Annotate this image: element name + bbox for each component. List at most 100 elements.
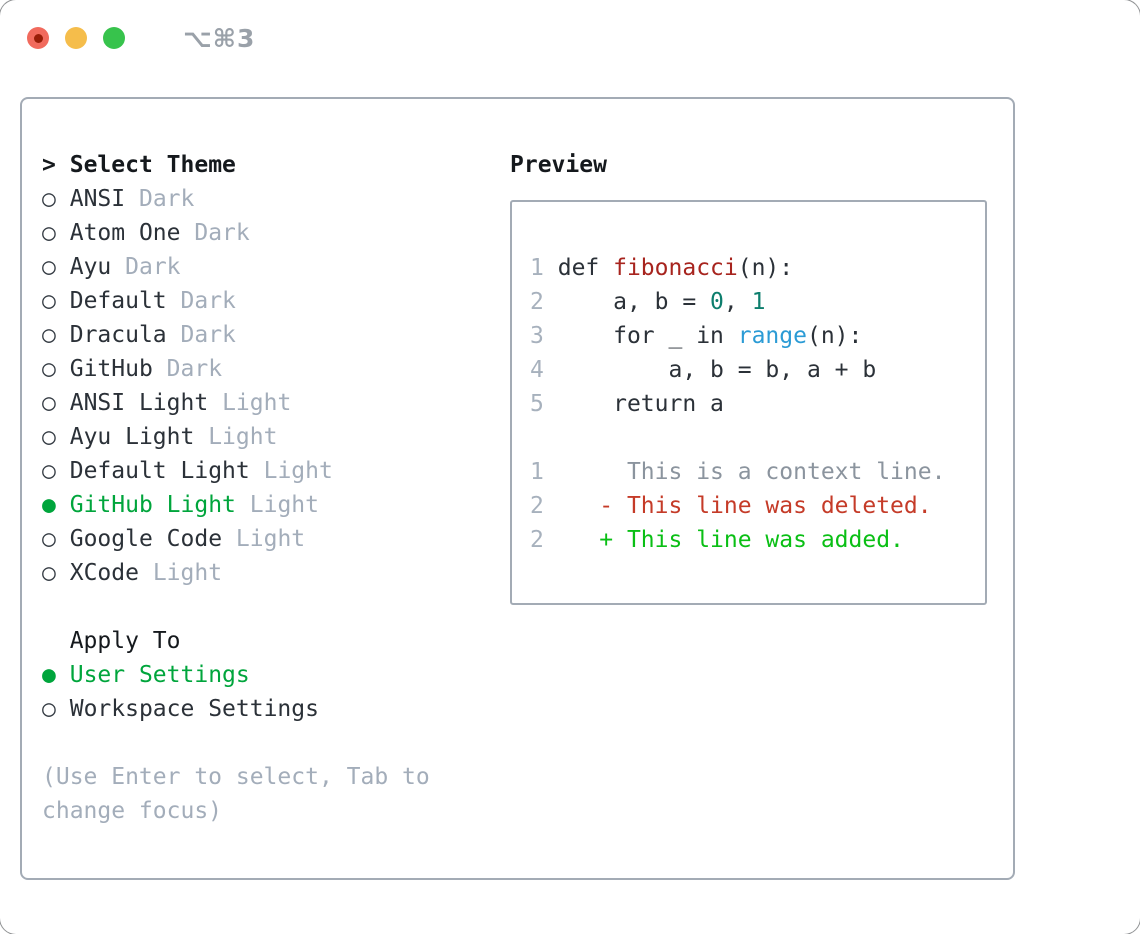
radio-icon: ○ <box>42 254 56 280</box>
apply-option-label: User Settings <box>69 662 250 688</box>
theme-mode-tag: Dark <box>166 356 223 382</box>
titlebar: ⌥⌘3 <box>27 24 255 53</box>
preview-column: Preview 1 def fibonacci(n):2 a, b = 0, 1… <box>502 148 987 605</box>
close-button[interactable] <box>27 27 49 49</box>
preview-line-code: 4 a, b = b, a + b <box>530 353 985 387</box>
zoom-button[interactable] <box>103 27 125 49</box>
apply-to-list: ● User Settings○ Workspace Settings <box>42 658 502 726</box>
apply-to-title: Apply To <box>69 628 181 654</box>
theme-item-label: GitHub Light <box>69 492 236 518</box>
apply-option-workspace-settings[interactable]: ○ Workspace Settings <box>42 692 502 726</box>
theme-item-label: GitHub <box>69 356 153 382</box>
apply-option-user-settings[interactable]: ● User Settings <box>42 658 502 692</box>
code-token: + This line was added. <box>557 527 904 553</box>
radio-icon: ○ <box>42 458 56 484</box>
theme-item-default[interactable]: ○ Default Dark <box>42 284 502 318</box>
preview-line-code: 3 for _ in range(n): <box>530 319 985 353</box>
preview-line-added: 2 + This line was added. <box>530 523 985 557</box>
theme-mode-tag: Dark <box>125 254 181 280</box>
spacer-row <box>42 590 502 624</box>
select-theme-title: Select Theme <box>69 152 236 178</box>
theme-mode-tag: Dark <box>180 288 236 314</box>
code-token: 1 <box>751 289 766 315</box>
theme-item-dracula[interactable]: ○ Dracula Dark <box>42 318 502 352</box>
apply-option-label: Workspace Settings <box>69 696 319 722</box>
code-token: def <box>557 255 614 281</box>
line-number: 1 <box>530 255 544 281</box>
code-token: for _ in <box>557 323 738 349</box>
preview-line-code: 1 def fibonacci(n): <box>530 251 985 285</box>
radio-selected-icon: ● <box>42 662 56 688</box>
code-token: return a <box>557 391 724 417</box>
code-token: (n): <box>737 255 794 281</box>
radio-icon: ○ <box>42 288 56 314</box>
preview-title: Preview <box>510 152 607 178</box>
radio-icon: ○ <box>42 696 56 722</box>
window-title: ⌥⌘3 <box>183 23 256 53</box>
code-token: a, b = <box>557 289 711 315</box>
line-number: 4 <box>530 357 544 383</box>
apply-to-header: Apply To <box>42 624 502 658</box>
preview-line-deleted: 2 - This line was deleted. <box>530 489 985 523</box>
minimize-button[interactable] <box>65 27 87 49</box>
help-text: (Use Enter to select, Tab to change focu… <box>42 760 502 828</box>
spacer-row <box>42 726 502 760</box>
radio-icon: ○ <box>42 424 56 450</box>
preview-line-code: 2 a, b = 0, 1 <box>530 285 985 319</box>
unsaved-dot-icon <box>33 33 43 43</box>
line-number: 3 <box>530 323 544 349</box>
code-token: (n): <box>806 323 863 349</box>
theme-item-ayu[interactable]: ○ Ayu Dark <box>42 250 502 284</box>
theme-mode-tag: Light <box>263 458 333 484</box>
theme-mode-tag: Light <box>249 492 319 518</box>
code-token: , <box>723 289 752 315</box>
code-token: a, b = b, a + b <box>557 357 877 383</box>
theme-mode-tag: Light <box>235 526 306 552</box>
theme-item-label: XCode <box>69 560 139 586</box>
radio-icon: ○ <box>42 560 56 586</box>
theme-item-label: Ayu Light <box>69 424 195 450</box>
theme-mode-tag: Dark <box>194 220 250 246</box>
radio-icon: ○ <box>42 220 56 246</box>
theme-column: > Select Theme ○ ANSI Dark○ Atom One Dar… <box>42 148 502 828</box>
theme-item-ayu-light[interactable]: ○ Ayu Light Light <box>42 420 502 454</box>
theme-item-label: Default Light <box>69 458 250 484</box>
theme-item-label: ANSI <box>69 186 126 212</box>
radio-selected-icon: ● <box>42 492 56 518</box>
line-number: 5 <box>530 391 544 417</box>
code-token: range <box>737 323 807 349</box>
theme-item-default-light[interactable]: ○ Default Light Light <box>42 454 502 488</box>
theme-list: ○ ANSI Dark○ Atom One Dark○ Ayu Dark○ De… <box>42 182 502 590</box>
theme-item-github-light[interactable]: ● GitHub Light Light <box>42 488 502 522</box>
line-number: 1 <box>530 459 544 485</box>
main-panel: > Select Theme ○ ANSI Dark○ Atom One Dar… <box>20 97 1015 880</box>
code-token: fibonacci <box>613 255 738 281</box>
theme-item-github[interactable]: ○ GitHub Dark <box>42 352 502 386</box>
theme-item-label: Ayu <box>69 254 112 280</box>
line-number: 2 <box>530 527 544 553</box>
code-token: 0 <box>710 289 724 315</box>
line-number: 2 <box>530 493 544 519</box>
preview-line-blank <box>530 421 985 455</box>
theme-item-ansi[interactable]: ○ ANSI Dark <box>42 182 502 216</box>
theme-item-xcode[interactable]: ○ XCode Light <box>42 556 502 590</box>
theme-mode-tag: Light <box>152 560 223 586</box>
theme-item-ansi-light[interactable]: ○ ANSI Light Light <box>42 386 502 420</box>
theme-mode-tag: Dark <box>138 186 195 212</box>
line-number: 2 <box>530 289 544 315</box>
help-line-1: (Use Enter to select, Tab to <box>42 764 430 790</box>
prompt-icon: > <box>42 152 56 178</box>
radio-icon: ○ <box>42 322 56 348</box>
theme-item-google-code[interactable]: ○ Google Code Light <box>42 522 502 556</box>
radio-icon: ○ <box>42 390 56 416</box>
preview-header: Preview <box>510 148 985 182</box>
preview-line-context: 1 This is a context line. <box>530 455 985 489</box>
theme-item-label: Google Code <box>69 526 223 552</box>
theme-item-atom-one[interactable]: ○ Atom One Dark <box>42 216 502 250</box>
theme-mode-tag: Dark <box>180 322 236 348</box>
theme-item-label: Default <box>69 288 167 314</box>
theme-item-label: Dracula <box>69 322 167 348</box>
